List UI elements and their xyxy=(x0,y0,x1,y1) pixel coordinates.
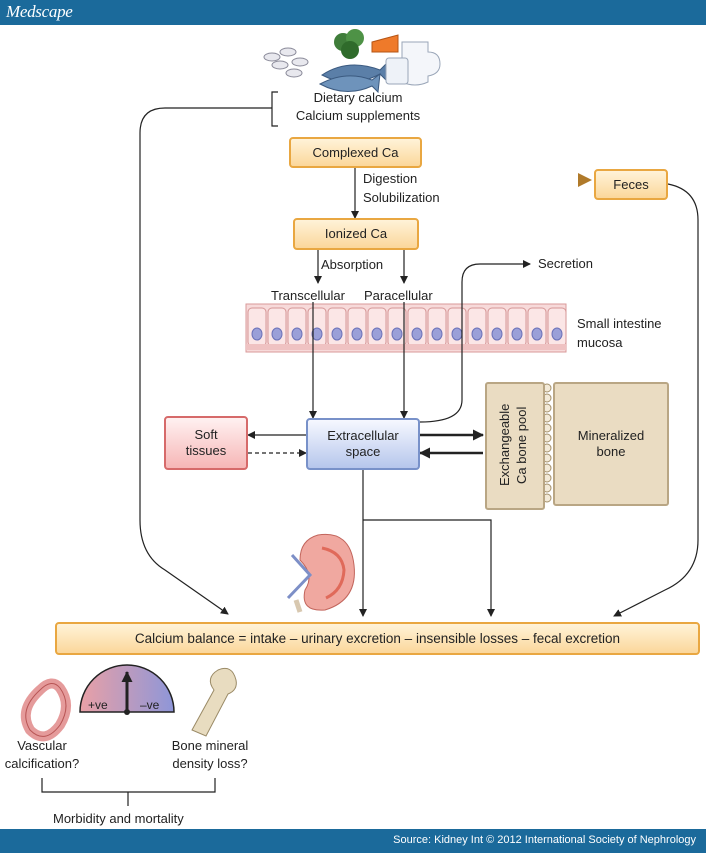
cell-nucleus xyxy=(311,327,323,341)
exchangeable-line1: Exchangeable xyxy=(497,403,512,487)
bone-mineral-label: Bone mineral xyxy=(171,738,249,753)
cell-nucleus xyxy=(331,327,343,341)
mineralized-line1: Mineralized xyxy=(577,428,645,443)
medscape-logo: Medscape xyxy=(6,2,73,21)
fecal-excretion-arrow xyxy=(613,183,699,617)
intake-arrow xyxy=(139,107,272,615)
kidney-icon xyxy=(286,533,355,613)
footer-bar: Source: Kidney Int © 2012 International … xyxy=(0,829,706,853)
cell-nucleus xyxy=(531,327,543,341)
source-credit: Source: Kidney Int © 2012 International … xyxy=(393,834,696,846)
food-illustration-icon xyxy=(263,29,441,94)
dietary-calcium-label: Dietary calcium xyxy=(313,90,403,105)
exchangeable-line2: Ca bone pool xyxy=(514,406,529,484)
cell-nucleus xyxy=(511,327,523,341)
paracellular-label: Paracellular xyxy=(364,288,433,303)
calcified-vessel-icon xyxy=(20,678,71,742)
header-bar: Medscape xyxy=(0,0,706,25)
exchangeable-pool-box: Exchangeable Ca bone pool xyxy=(485,382,545,510)
secretion-arrow xyxy=(419,260,531,423)
cell-nucleus xyxy=(471,327,483,341)
cell-nucleus xyxy=(491,327,503,341)
femur-bone-icon xyxy=(191,667,237,737)
balance-gauge xyxy=(79,664,175,715)
cell-nucleus xyxy=(371,327,383,341)
positive-balance-label: +ve xyxy=(88,698,108,712)
mucosa-label: mucosa xyxy=(577,335,623,350)
absorption-label: Absorption xyxy=(321,257,384,272)
cell-nucleus xyxy=(451,327,463,341)
vascular-label: Vascular xyxy=(17,738,67,753)
cell-nucleus xyxy=(431,327,443,341)
density-loss-label: density loss? xyxy=(172,756,248,771)
secretion-label: Secretion xyxy=(538,256,593,271)
cell-nucleus xyxy=(251,327,263,341)
extracellular-space-box: Extracellular space xyxy=(306,418,420,470)
ionized-ca-box: Ionized Ca xyxy=(293,218,419,250)
transcellular-label: Transcellular xyxy=(271,288,345,303)
mineralized-bone-box: Mineralized bone xyxy=(553,382,669,506)
cell-nucleus xyxy=(351,327,363,341)
cell-nucleus xyxy=(551,327,563,341)
solubilization-label: Solubilization xyxy=(363,190,440,205)
calcium-balance-box: Calcium balance = intake – urinary excre… xyxy=(55,622,700,655)
digestion-label: Digestion xyxy=(363,171,418,186)
extracellular-line1: Extracellular xyxy=(327,428,399,443)
dietary-bracket xyxy=(271,91,278,127)
soft-tissues-line2: tissues xyxy=(185,443,227,458)
mineralized-line2: bone xyxy=(596,444,626,459)
morbidity-bracket xyxy=(41,778,216,793)
insensible-loss-arrow xyxy=(363,519,495,617)
calcification-label: calcification? xyxy=(4,756,80,771)
cell-nucleus xyxy=(291,327,303,341)
cell-nucleus xyxy=(391,327,403,341)
negative-balance-label: –ve xyxy=(140,698,160,712)
soft-tissues-line1: Soft xyxy=(194,427,218,442)
intestinal-mucosa-illustration xyxy=(245,303,567,353)
complexed-ca-box: Complexed Ca xyxy=(289,137,422,168)
morbidity-label: Morbidity and mortality xyxy=(53,811,184,826)
extracellular-line2: space xyxy=(345,444,381,459)
small-intestine-label: Small intestine xyxy=(577,316,662,331)
soft-tissues-box: Soft tissues xyxy=(164,416,248,470)
feces-box: Feces xyxy=(594,169,668,200)
diagram-canvas xyxy=(20,29,699,806)
calcium-supplements-label: Calcium supplements xyxy=(295,108,421,123)
cell-nucleus xyxy=(271,327,283,341)
cell-nucleus xyxy=(411,327,423,341)
